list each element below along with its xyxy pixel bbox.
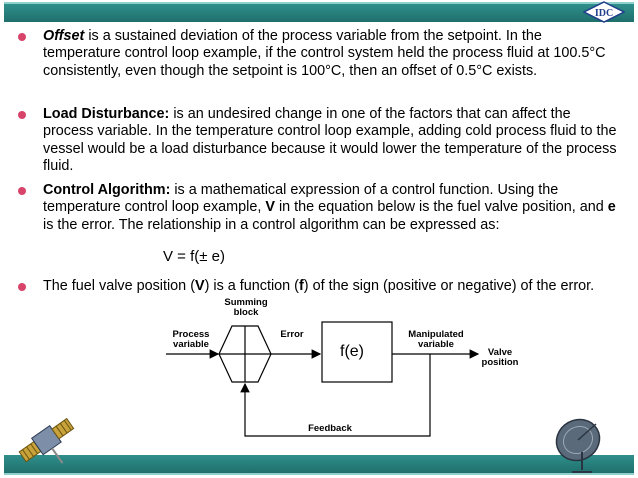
idc-logo: IDC [583,1,625,23]
satellite-dish-icon [555,418,601,473]
term-control-algorithm: Control Algorithm: [43,182,171,198]
bullet-text: The fuel valve position (V) is a functio… [43,278,618,295]
label-error: Error [280,329,304,340]
symbol-v: V [194,278,205,294]
definition-part: is the error. The relationship in a cont… [43,216,500,233]
symbol-e: e [607,199,616,216]
function-block [321,321,393,383]
footer-bar [4,455,634,475]
bullet-dot-icon [18,187,26,195]
bullet-dot-icon [18,111,26,119]
bullet-dot-icon [18,283,26,291]
definition-load-disturbance: is an undesired change in one of the fac… [43,106,617,174]
symbol-v: V [265,199,275,216]
definition-part: in the equation below is the fuel valve … [274,199,608,216]
header-bar [4,2,634,22]
definition-part: is a mathematical expression of a contro… [43,182,559,216]
sentence-part: The fuel valve position ( [43,278,195,294]
definition-offset: is a sustained deviation of the process … [43,28,606,79]
sentence-part: ) is a function ( [204,278,299,294]
label-function: f(e) [340,343,364,360]
bullet-text: Control Algorithm: is a mathematical exp… [43,182,618,234]
feedback-path [240,354,431,437]
bullet-text: Load Disturbance: is an undesired change… [43,106,618,175]
satellite-icon [18,417,75,464]
symbol-f: f [298,278,304,294]
bullet-dot-icon [18,33,26,41]
diagram-lines [166,321,480,437]
label-feedback: Feedback [308,423,352,434]
logo-text: IDC [595,8,613,19]
term-offset: Offset [43,28,85,44]
sentence-part: ) of the sign (positive or negative) of … [303,278,595,294]
term-load-disturbance: Load Disturbance: [43,106,170,122]
equation: V = f(± e) [163,248,225,265]
bullet-text: Offset is a sustained deviation of the p… [43,28,618,80]
